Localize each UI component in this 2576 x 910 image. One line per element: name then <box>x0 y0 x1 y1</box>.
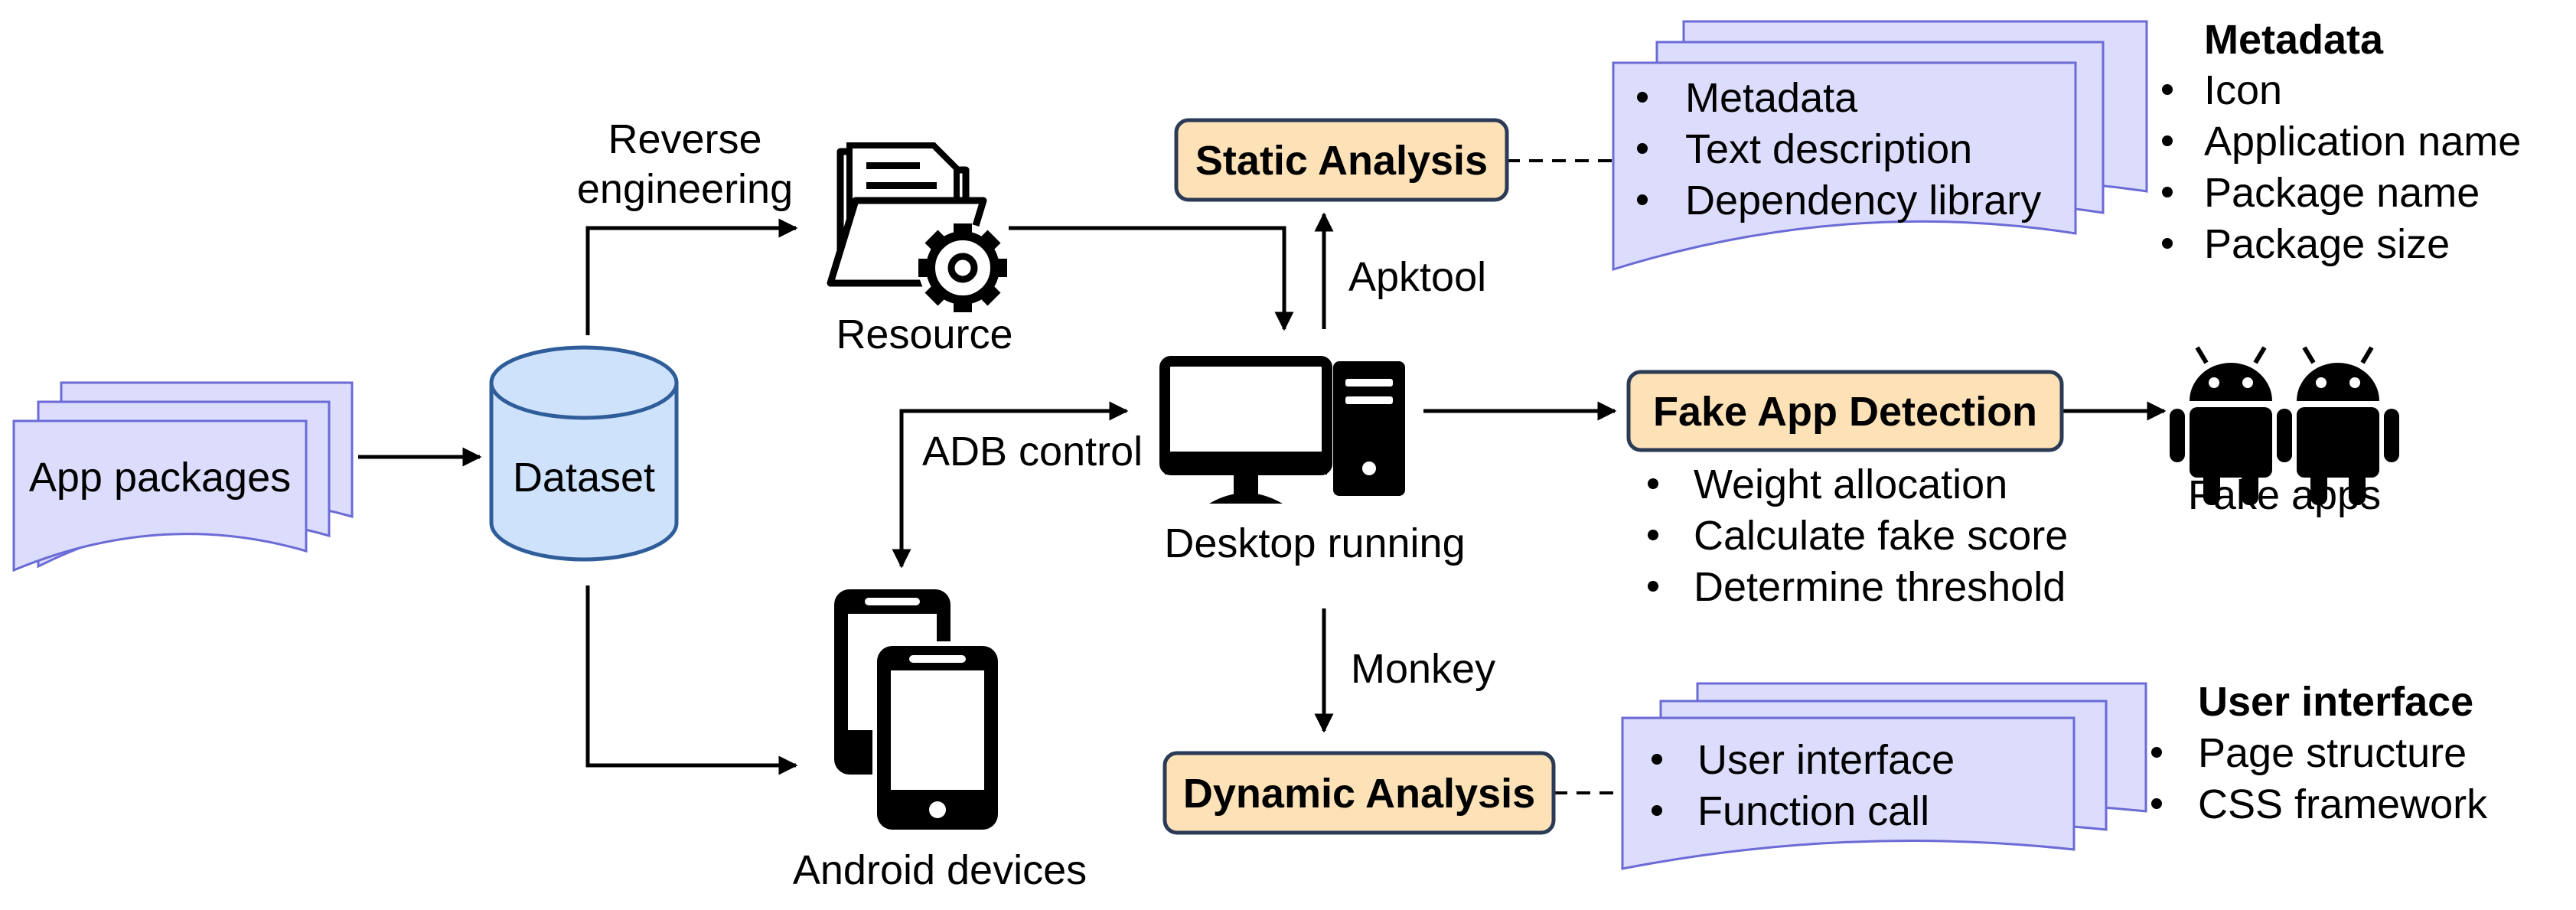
android-robot-icon <box>2170 346 2292 505</box>
dynamic-analysis-box <box>1162 751 1556 835</box>
edge-label-monkey: Monkey <box>1351 646 1495 692</box>
detection-step: Determine threshold <box>1694 564 2066 610</box>
app-packages-label: App packages <box>29 455 291 501</box>
static-features-stack <box>1612 20 2148 272</box>
detection-step: Calculate fake score <box>1694 513 2068 559</box>
metadata-list-item: Application name <box>2204 119 2521 165</box>
static-analysis-label: Static Analysis <box>1195 138 1488 184</box>
detection-step: Weight allocation <box>1694 462 2007 507</box>
edge-label-reverse: Reverse <box>608 116 761 162</box>
metadata-list-item: Package size <box>2204 221 2450 267</box>
desktop-computer-icon <box>1159 356 1405 504</box>
android-devices-label: Android devices <box>793 847 1087 893</box>
dataset-cylinder: Dataset <box>489 345 679 562</box>
bullet-icon <box>1637 143 1648 154</box>
edge-dataset-to-resource <box>585 218 798 335</box>
bullet-icon <box>2162 187 2173 197</box>
edge-label-engineering: engineering <box>577 166 793 212</box>
desktop-label: Desktop running <box>1164 520 1465 566</box>
bullet-icon <box>1652 805 1662 816</box>
edge-adb-control <box>892 401 1129 569</box>
bullet-icon <box>2151 747 2162 758</box>
fake-apps-label: Fake apps <box>2188 472 2381 518</box>
edge-dataset-to-android <box>585 585 798 775</box>
dynamic-doc-item: Function call <box>1697 788 1929 834</box>
metadata-list-item: Package name <box>2204 170 2480 216</box>
static-analysis-box <box>1174 118 1509 202</box>
dynamic-features-stack <box>1621 682 2147 870</box>
bullet-icon <box>2162 84 2173 95</box>
fake-app-detection-label: Fake App Detection <box>1653 389 2037 435</box>
edge-label-adb-control: ADB control <box>922 429 1143 475</box>
ui-list-item: CSS framework <box>2198 781 2488 827</box>
bullet-icon <box>2162 238 2173 249</box>
dynamic-analysis-label: Dynamic Analysis <box>1183 771 1535 817</box>
ui-list-header: User interface <box>2198 679 2473 725</box>
dataset-label: Dataset <box>513 455 655 501</box>
bullet-icon <box>2162 135 2173 146</box>
edge-label-apktool: Apktool <box>1348 254 1486 300</box>
bullet-icon <box>1652 754 1662 765</box>
app-packages-stack: App packages <box>12 381 354 572</box>
bullet-icon <box>1637 194 1648 205</box>
dynamic-doc-item: User interface <box>1697 737 1955 783</box>
static-doc-item: Dependency library <box>1685 178 2041 223</box>
bullet-icon <box>1648 478 1658 489</box>
resource-label: Resource <box>836 311 1012 357</box>
edge-resource-to-desktop <box>1009 226 1294 331</box>
resource-folder-gear-icon <box>827 142 1007 312</box>
fake-app-detection-box <box>1626 370 2064 452</box>
bullet-icon <box>1637 92 1648 103</box>
static-doc-item: Text description <box>1685 126 1972 172</box>
metadata-list-header: Metadata <box>2204 17 2384 63</box>
metadata-list-item: Icon <box>2204 67 2282 113</box>
ui-list-item: Page structure <box>2198 730 2467 776</box>
static-doc-item: Metadata <box>1685 75 1858 121</box>
bullet-icon <box>1648 581 1658 592</box>
android-robot-icon <box>2277 346 2399 505</box>
android-phones-icon <box>834 589 1003 834</box>
bullet-icon <box>1648 530 1658 540</box>
bullet-icon <box>2151 798 2162 809</box>
